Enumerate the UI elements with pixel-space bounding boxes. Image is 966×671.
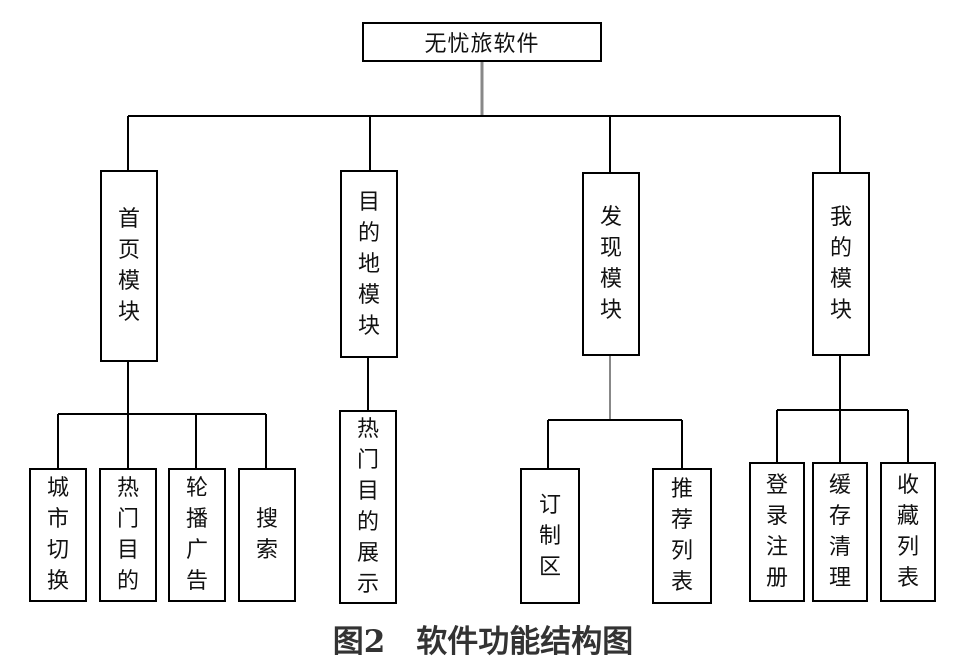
module-label: 首页模块 xyxy=(117,207,140,325)
module-label: 发现模块 xyxy=(599,205,622,323)
leaf-city-switch: 城市切换 xyxy=(29,468,87,602)
leaf-label: 搜索 xyxy=(255,507,278,563)
leaf-label: 登录注册 xyxy=(765,473,788,591)
leaf-label: 热门目的 xyxy=(116,476,139,594)
leaf-custom-zone: 订制区 xyxy=(520,468,580,604)
module-mine: 我的模块 xyxy=(812,172,870,356)
module-home: 首页模块 xyxy=(100,170,158,362)
root-label: 无忧旅软件 xyxy=(424,32,540,57)
figure-caption: 图2 软件功能结构图 xyxy=(332,624,634,660)
leaf-label: 缓存清理 xyxy=(828,473,851,591)
leaf-label: 推荐列表 xyxy=(670,477,693,595)
leaf-login-register: 登录注册 xyxy=(749,462,805,602)
leaf-search: 搜索 xyxy=(238,468,296,602)
root-node: 无忧旅软件 xyxy=(362,22,602,62)
leaf-favorites-list: 收藏列表 xyxy=(880,462,936,602)
module-discover: 发现模块 xyxy=(582,172,640,356)
leaf-hot-destinations: 热门目的 xyxy=(99,468,157,602)
leaf-label: 城市切换 xyxy=(46,476,69,594)
leaf-label: 收藏列表 xyxy=(896,473,919,591)
module-label: 目的地模块 xyxy=(357,189,380,339)
leaf-cache-clear: 缓存清理 xyxy=(812,462,868,602)
leaf-label: 热门目的展示 xyxy=(356,417,379,597)
leaf-hot-destination-display: 热门目的展示 xyxy=(339,410,397,604)
leaf-carousel-ads: 轮播广告 xyxy=(168,468,226,602)
leaf-label: 轮播广告 xyxy=(185,476,208,594)
leaf-label: 订制区 xyxy=(538,492,561,580)
leaf-recommend-list: 推荐列表 xyxy=(652,468,712,604)
module-destination: 目的地模块 xyxy=(340,170,398,358)
module-label: 我的模块 xyxy=(829,205,852,323)
